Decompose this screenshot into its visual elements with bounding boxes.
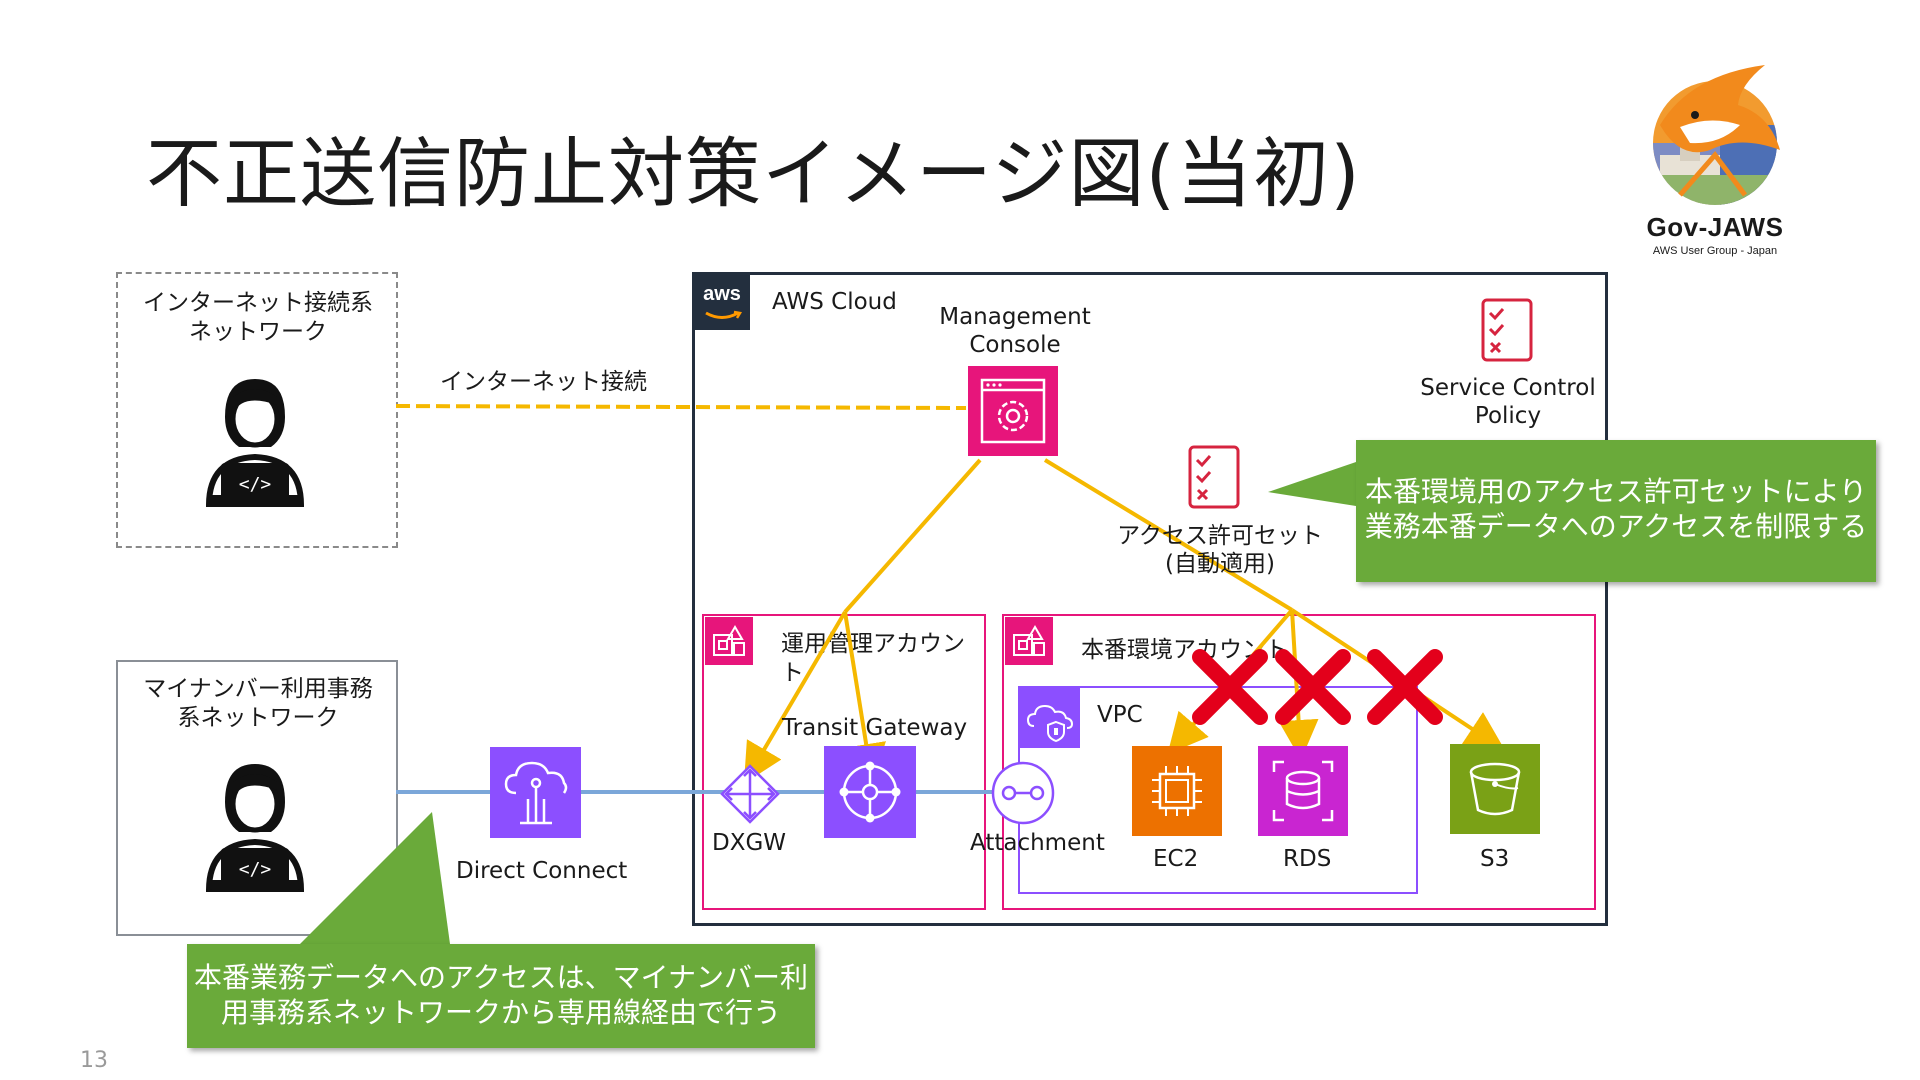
- direct-connect-label: Direct Connect: [456, 858, 628, 884]
- cross-icon: [1192, 649, 1268, 725]
- internet-connection-line: [395, 404, 967, 410]
- s3-label: S3: [1480, 846, 1510, 872]
- permission-set-label: アクセス許可セット (自動適用): [1110, 522, 1330, 578]
- aws-logo-icon: aws: [694, 274, 750, 330]
- rds-label: RDS: [1283, 846, 1332, 872]
- developer-icon: </>: [205, 764, 305, 892]
- aws-cloud-group: [692, 272, 1608, 926]
- internet-network-label-line1: インターネット接続系: [143, 290, 373, 316]
- internet-connection-label: インターネット接続: [440, 369, 647, 395]
- callout-access-route-line2: 用事務系ネットワークから専用線経由で行う: [220, 996, 781, 1029]
- page-number: 13: [80, 1048, 108, 1073]
- attachment-label: Attachment: [970, 830, 1105, 856]
- account-icon: [705, 617, 753, 665]
- dxgw-icon[interactable]: [718, 762, 782, 826]
- cross-icon: [1275, 649, 1351, 725]
- permission-set-label-line2: (自動適用): [1165, 551, 1275, 577]
- ops-account-label: 運用管理アカウン ト: [781, 630, 965, 688]
- management-console-label-line1: Management: [939, 304, 1091, 330]
- callout-access-route: 本番業務データへのアクセスは、マイナンバー利 用事務系ネットワークから専用線経由…: [187, 944, 815, 1048]
- ops-to-tgw-arrow: [843, 611, 886, 784]
- aws-logo-text: aws: [703, 283, 741, 305]
- dxgw-label: DXGW: [712, 830, 787, 856]
- ec2-label: EC2: [1153, 846, 1199, 872]
- developer-icon: </>: [205, 379, 305, 507]
- account-icon: [1005, 617, 1053, 665]
- scp-label-line2: Policy: [1474, 403, 1542, 429]
- permission-set-label-line1: アクセス許可セット: [1117, 523, 1323, 549]
- vpc-icon: [1020, 688, 1080, 748]
- page-title: 不正送信防止対策イメージ図(当初): [146, 129, 1361, 218]
- cross-icon: [1367, 649, 1443, 725]
- callout-access-route-line1: 本番業務データへのアクセスは、マイナンバー利: [193, 961, 809, 994]
- attachment-icon[interactable]: [990, 760, 1056, 826]
- rds-icon[interactable]: [1258, 746, 1348, 836]
- ops-account-label-line1: 運用管理アカウン: [781, 631, 965, 657]
- ops-account-label-line2: ト: [781, 660, 804, 686]
- gov-jaws-logo: [1653, 65, 1780, 205]
- callout-permission: 本番環境用のアクセス許可セットにより 業務本番データへのアクセスを制限する: [1356, 440, 1876, 582]
- management-console-icon[interactable]: [968, 366, 1058, 456]
- mynumber-network-label-line2: 系ネットワーク: [177, 705, 339, 731]
- aws-cloud-label: AWS Cloud: [772, 289, 897, 315]
- svg-text:</>: </>: [239, 859, 272, 880]
- management-console-label: Management Console: [920, 303, 1110, 359]
- checklist-icon: [1481, 298, 1533, 362]
- management-console-label-line2: Console: [969, 332, 1061, 358]
- logo-text: Gov-JAWS AWS User Group - Japan: [1620, 212, 1810, 257]
- transit-gateway-icon[interactable]: [824, 746, 916, 838]
- vpc-label: VPC: [1097, 702, 1143, 728]
- console-to-prod-line: [1043, 458, 1294, 612]
- callout-pointer: [1268, 462, 1356, 506]
- callout-pointer: [300, 812, 450, 944]
- internet-network-box: [116, 272, 398, 548]
- callout-permission-line1: 本番環境用のアクセス許可セットにより: [1364, 475, 1868, 508]
- logo-name: Gov-JAWS: [1646, 212, 1784, 242]
- console-to-ops-line: [843, 458, 982, 614]
- mynumber-network-label-line1: マイナンバー利用事務: [143, 676, 373, 702]
- scp-label: Service Control Policy: [1413, 374, 1603, 430]
- transit-gateway-label: Transit Gateway: [782, 715, 968, 741]
- ops-to-dxgw-arrow: [743, 610, 847, 784]
- svg-text:</>: </>: [239, 474, 272, 495]
- ec2-icon[interactable]: [1132, 746, 1222, 836]
- callout-permission-line2: 業務本番データへのアクセスを制限する: [1364, 510, 1868, 543]
- checklist-icon: [1188, 445, 1240, 509]
- mynumber-network-label: マイナンバー利用事務 系ネットワーク: [119, 675, 397, 733]
- mynumber-network-box: [116, 660, 398, 936]
- direct-connect-icon[interactable]: [490, 747, 581, 838]
- scp-label-line1: Service Control: [1420, 375, 1596, 401]
- internet-network-label-line2: ネットワーク: [189, 319, 327, 345]
- logo-sub: AWS User Group - Japan: [1652, 245, 1778, 257]
- s3-icon[interactable]: [1450, 744, 1540, 834]
- internet-network-label: インターネット接続系 ネットワーク: [119, 289, 397, 347]
